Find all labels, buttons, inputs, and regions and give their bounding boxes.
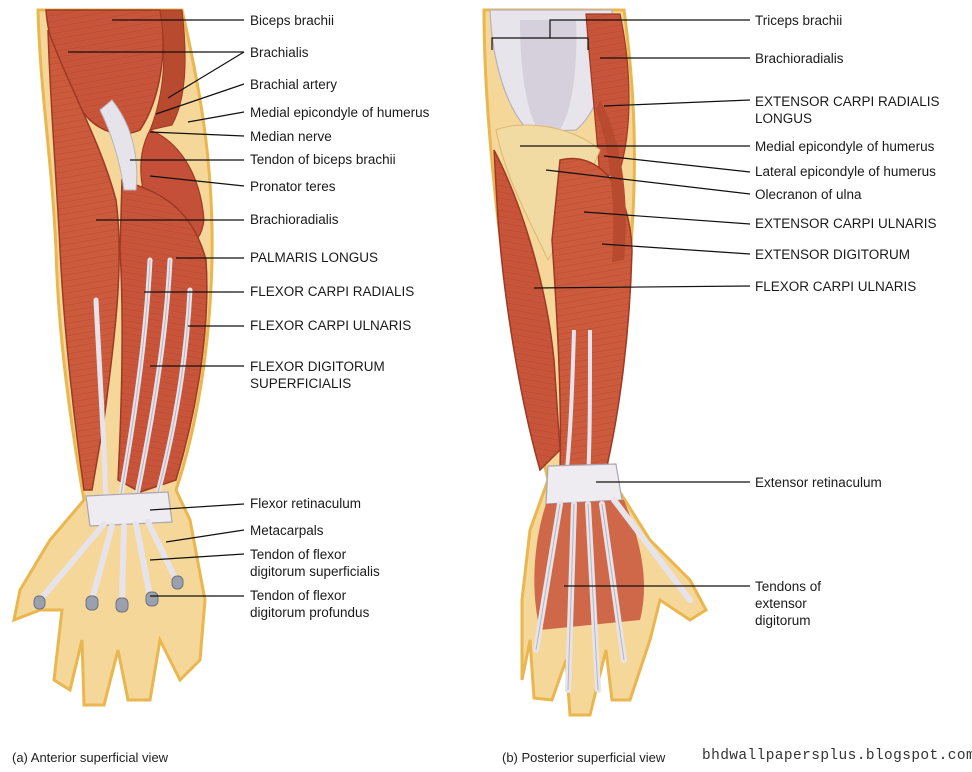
anterior-flexor-retinaculum: [85, 491, 173, 527]
posterior-illustration: [482, 8, 708, 717]
label-extensor-carpi-ulnaris: EXTENSOR CARPI ULNARIS: [755, 216, 937, 231]
leader-lines: [68, 19, 751, 597]
anterior-brachialis: [149, 9, 186, 131]
label-triceps-brachii: Triceps brachii: [755, 13, 843, 28]
caption-anterior: (a) Anterior superficial view: [12, 750, 169, 765]
anterior-illustration: [11, 8, 214, 707]
label-flexor-carpi-radialis: FLEXOR CARPI RADIALIS: [250, 284, 415, 299]
label-medial-epicondyle-anterior: Medial epicondyle of humerus: [250, 105, 430, 120]
label-extensor-retinaculum: Extensor retinaculum: [755, 475, 882, 490]
label-flexor-carpi-ulnaris-posterior: FLEXOR CARPI ULNARIS: [755, 279, 917, 294]
label-tendon-flexor-profundus: Tendon of flexor digitorum profundus: [250, 588, 370, 620]
label-tendons-of-extensor-digitorum: Tendons of extensor digitorum: [755, 579, 822, 628]
label-lateral-epicondyle: Lateral epicondyle of humerus: [755, 164, 936, 179]
label-brachialis: Brachialis: [250, 45, 309, 60]
label-olecranon-of-ulna: Olecranon of ulna: [755, 187, 862, 202]
label-extensor-digitorum: EXTENSOR DIGITORUM: [755, 247, 911, 262]
label-palmaris-longus: PALMARIS LONGUS: [250, 250, 379, 265]
anterior-biceps-tendon: [99, 99, 138, 191]
label-brachioradialis-posterior: Brachioradialis: [755, 51, 844, 66]
posterior-extensor-retinaculum: [545, 463, 623, 505]
label-flexor-retinaculum: Flexor retinaculum: [250, 496, 362, 511]
label-brachial-artery: Brachial artery: [250, 77, 338, 92]
label-flexor-digitorum-superficialis: FLEXOR DIGITORUM SUPERFICIALIS: [250, 359, 385, 391]
label-pronator-teres: Pronator teres: [250, 179, 336, 194]
label-flexor-carpi-ulnaris-anterior: FLEXOR CARPI ULNARIS: [250, 318, 412, 333]
label-biceps-brachii: Biceps brachii: [250, 13, 335, 28]
label-brachioradialis-anterior: Brachioradialis: [250, 212, 339, 227]
caption-posterior: (b) Posterior superficial view: [502, 750, 666, 765]
label-extensor-carpi-radialis-longus: EXTENSOR CARPI RADIALIS LONGUS: [755, 94, 940, 126]
label-median-nerve: Median nerve: [250, 129, 332, 144]
label-tendon-flexor-superficialis: Tendon of flexor digitorum superficialis: [250, 547, 380, 579]
watermark: bhdwallpapersplus.blogspot.com: [702, 748, 972, 764]
label-medial-epicondyle-posterior: Medial epicondyle of humerus: [755, 139, 935, 154]
label-metacarpals: Metacarpals: [250, 523, 324, 538]
label-tendon-of-biceps: Tendon of biceps brachii: [250, 152, 396, 167]
